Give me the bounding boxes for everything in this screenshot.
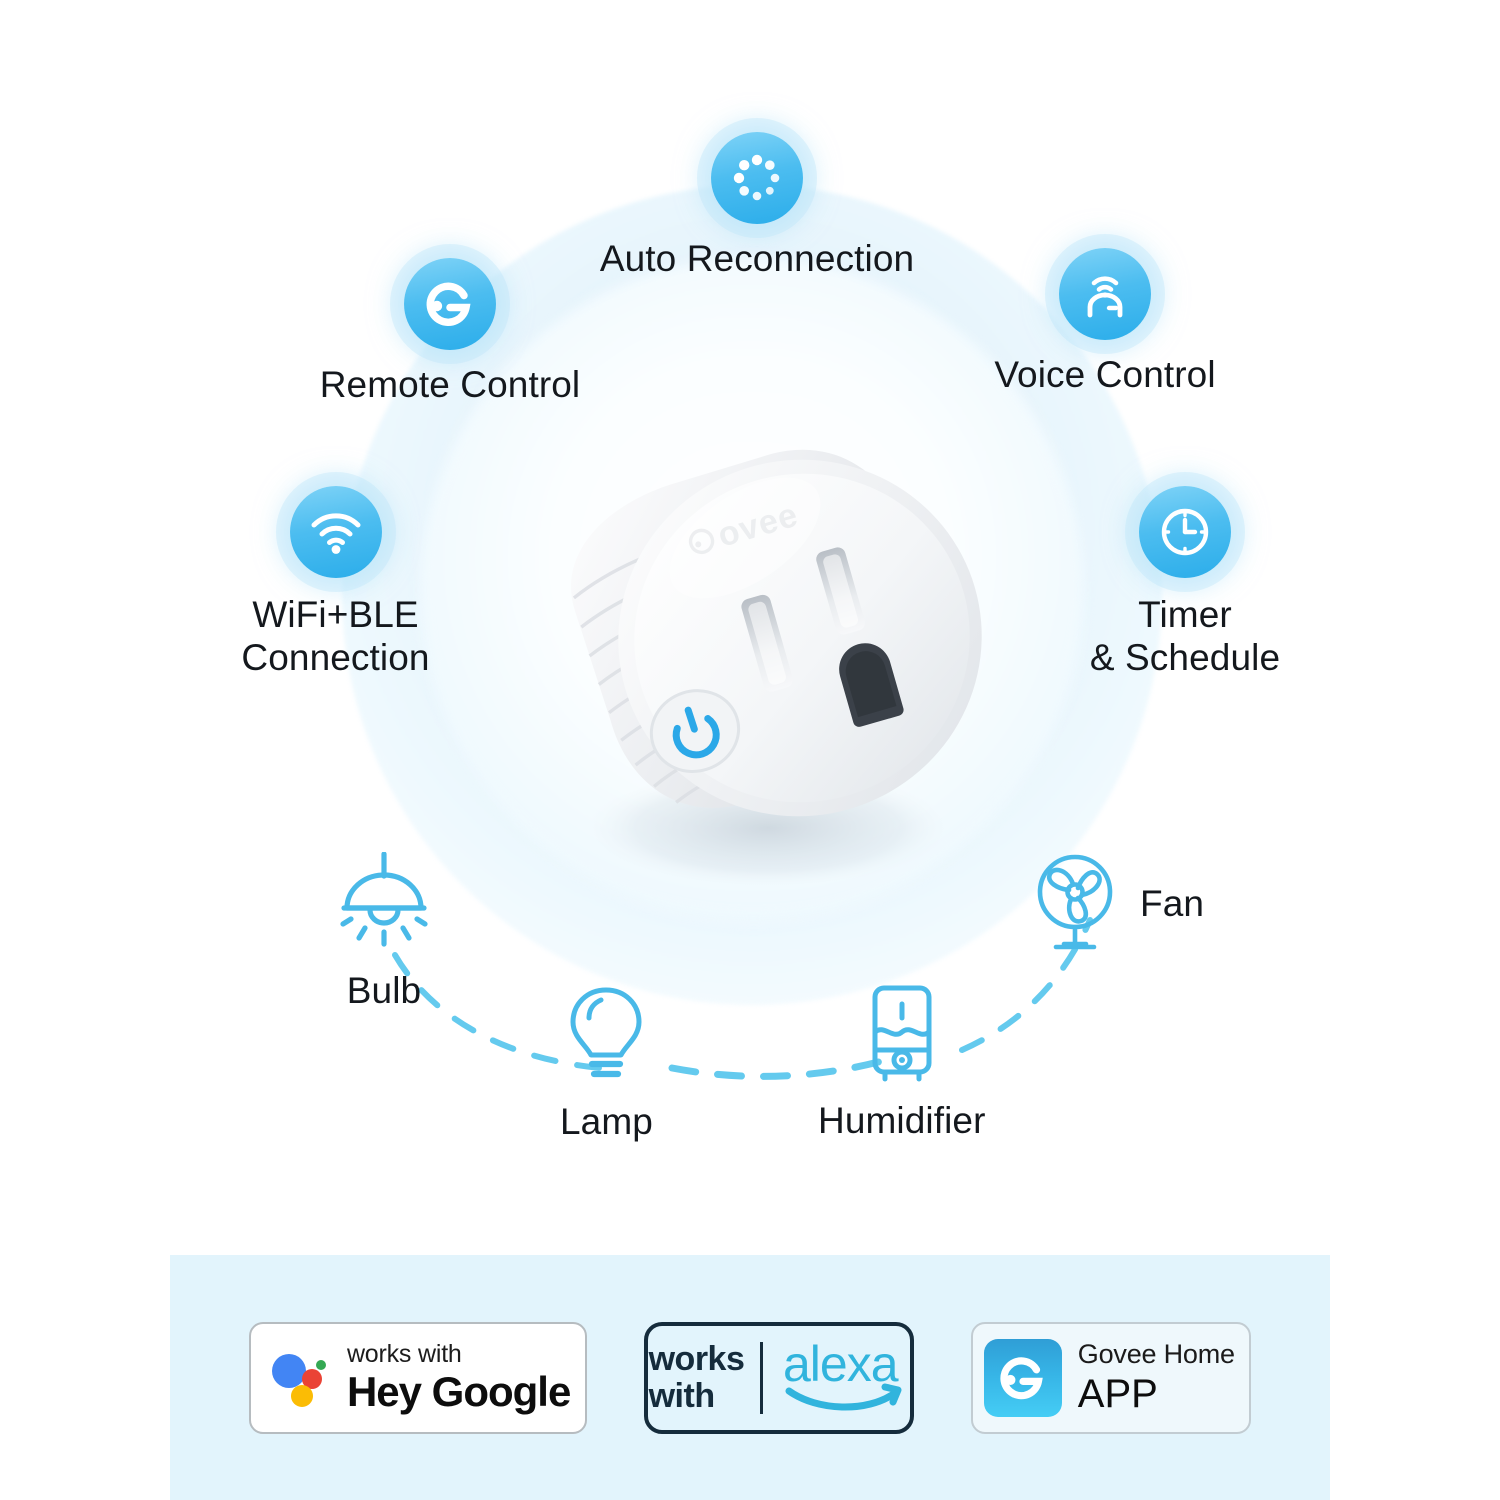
device-lamp: Lamp bbox=[560, 985, 653, 1143]
device-humidifier: Humidifier bbox=[818, 980, 986, 1142]
badge-works-with-alexa[interactable]: works with alexa bbox=[643, 1321, 914, 1434]
feature-label: Auto Reconnection bbox=[599, 238, 915, 279]
fan-icon bbox=[1028, 852, 1122, 956]
device-label: Lamp bbox=[560, 1101, 653, 1142]
badge-govee-home-app[interactable]: Govee Home APP bbox=[971, 1321, 1252, 1434]
device-label: Humidifier bbox=[818, 1100, 986, 1141]
compatibility-banner: works with Hey Google works with alexa bbox=[170, 1255, 1330, 1500]
badge-line2: Hey Google bbox=[346, 1368, 571, 1415]
feature-label: Remote Control bbox=[319, 364, 581, 405]
wifi-icon bbox=[289, 486, 382, 578]
device-bulb: Bulb bbox=[334, 852, 434, 1012]
device-label: Bulb bbox=[346, 970, 422, 1011]
light-bulb-icon bbox=[564, 985, 648, 1085]
badge-line1: works bbox=[648, 1340, 745, 1379]
feature-remote-control: Remote Control bbox=[285, 258, 615, 407]
badge-line1: works with bbox=[346, 1340, 462, 1368]
feature-timer-schedule: Timer & Schedule bbox=[1040, 486, 1330, 680]
amazon-alexa-icon: alexa bbox=[763, 1335, 909, 1420]
govee-app-tile-icon bbox=[983, 1338, 1062, 1417]
hero-section: ovee bbox=[193, 132, 1330, 1143]
alexa-wordmark: alexa bbox=[783, 1336, 899, 1392]
feature-label: WiFi+BLE Connection bbox=[241, 594, 430, 678]
govee-g-icon bbox=[404, 258, 496, 350]
google-assistant-icon bbox=[271, 1353, 326, 1407]
pendant-lamp-icon bbox=[334, 852, 434, 956]
product-image-smart-plug: ovee bbox=[500, 398, 1020, 898]
smart-plug-illustration: ovee bbox=[570, 449, 982, 890]
clock-icon bbox=[1139, 486, 1231, 578]
device-fan: Fan bbox=[1028, 852, 1204, 956]
badge-line1: Govee Home bbox=[1077, 1339, 1235, 1369]
badge-hey-google[interactable]: works with Hey Google bbox=[248, 1321, 587, 1434]
device-label: Fan bbox=[1140, 883, 1205, 924]
feature-label: Timer & Schedule bbox=[1089, 594, 1281, 678]
spinner-dots-icon bbox=[711, 132, 803, 224]
feature-wifi-ble-connection: WiFi+BLE Connection bbox=[193, 486, 478, 680]
smart-speaker-wifi-icon bbox=[1059, 248, 1151, 340]
badge-line2: APP bbox=[1077, 1372, 1158, 1416]
feature-auto-reconnection: Auto Reconnection bbox=[552, 132, 962, 281]
badge-line2: with bbox=[648, 1376, 715, 1415]
feature-label: Voice Control bbox=[994, 354, 1216, 395]
feature-voice-control: Voice Control bbox=[930, 248, 1280, 397]
badge-divider bbox=[760, 1341, 764, 1414]
humidifier-icon bbox=[858, 980, 946, 1084]
